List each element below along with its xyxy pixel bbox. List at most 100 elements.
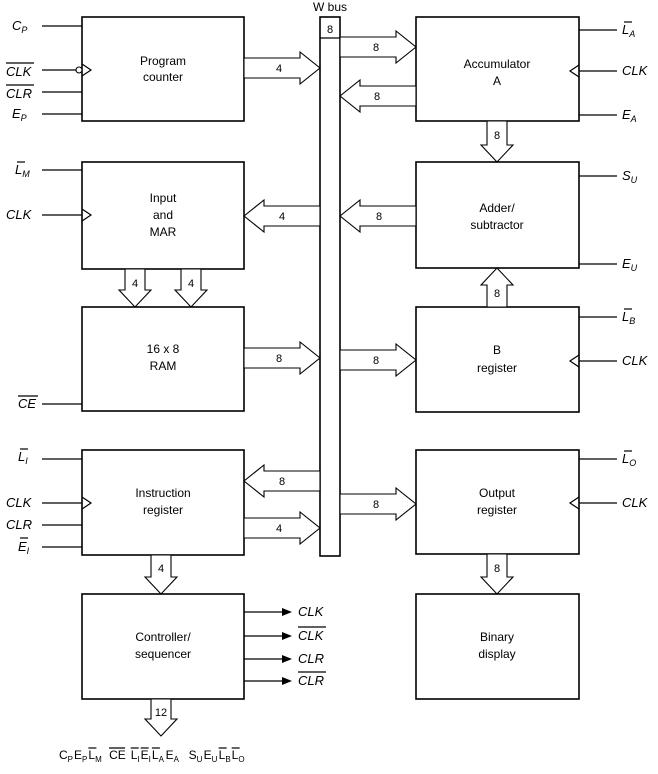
acc-to-bus-arrow: 8 xyxy=(339,78,417,114)
b-to-adder-arrow: 8 xyxy=(479,267,515,308)
b-to-adder-width: 8 xyxy=(494,288,500,300)
adder-to-bus-arrow: 8 xyxy=(339,198,417,234)
mar-line1: Input xyxy=(150,191,177,205)
signal-cp: CP xyxy=(12,18,27,35)
control-word-signal: EA xyxy=(166,748,180,764)
ctrl-out-clk-bar: CLK xyxy=(298,628,325,643)
signal-clr-ir: CLR xyxy=(6,517,32,532)
ram-to-bus-width: 8 xyxy=(276,353,282,365)
signal-clk-acc: CLK xyxy=(622,63,649,78)
control-word-signal: EI xyxy=(141,748,151,764)
ctrl-out-clr-bar: CLR xyxy=(298,673,324,688)
acc-to-adder-arrow: 8 xyxy=(479,120,515,163)
controller-line1: Controller/ xyxy=(135,630,191,644)
control-word-signal: LA xyxy=(152,748,165,764)
ir-to-ctrl-width: 4 xyxy=(158,563,164,575)
control-word-signal: EU xyxy=(204,748,218,764)
signal-clk-out: CLK xyxy=(622,495,649,510)
binary-display-block: Binary display xyxy=(415,593,580,700)
signal-ce: CE xyxy=(18,396,36,411)
bus-to-acc-width: 8 xyxy=(373,42,379,54)
ir-line2: register xyxy=(143,503,183,517)
adder-line2: subtractor xyxy=(470,218,523,232)
signal-ep: EP xyxy=(12,106,27,123)
controller-output-arrows xyxy=(244,608,292,685)
w-bus xyxy=(319,16,341,557)
signal-lo: LO xyxy=(622,451,636,468)
program-counter-block: Program counter xyxy=(81,16,245,122)
bus-to-mar-arrow: 4 xyxy=(243,198,321,234)
signal-clk-ir: CLK xyxy=(6,495,33,510)
accumulator-block: Accumulator A xyxy=(415,16,580,122)
control-word-signal: CE xyxy=(109,748,126,762)
controller-block: Controller/ sequencer xyxy=(81,593,245,700)
bus-to-mar-width: 4 xyxy=(279,211,285,223)
pc-to-bus-arrow: 4 xyxy=(243,50,321,86)
wbus-width: 8 xyxy=(327,24,333,36)
bus-to-ir-arrow: 8 xyxy=(243,463,321,499)
signal-li: LI xyxy=(18,449,28,466)
control-word-signal: LM xyxy=(88,748,102,764)
ram-to-bus-arrow: 8 xyxy=(243,340,321,376)
signal-clk-mar: CLK xyxy=(6,207,33,222)
signal-clk-bar: CLK xyxy=(6,64,33,79)
output-register-block: Output register xyxy=(415,449,580,555)
ir-to-bus-arrow: 4 xyxy=(243,510,321,546)
mar-to-ram-right-width: 4 xyxy=(188,278,194,290)
bus-to-out-arrow: 8 xyxy=(339,486,417,522)
bus-to-acc-arrow: 8 xyxy=(339,29,417,65)
signal-su: SU xyxy=(622,168,638,185)
signal-ea: EA xyxy=(622,107,637,124)
left-control-lines xyxy=(42,25,93,548)
control-word-signal: EP xyxy=(74,748,87,764)
breg-line1: B xyxy=(493,343,501,357)
bus-to-ir-width: 8 xyxy=(279,476,285,488)
b-register-block: B register xyxy=(415,306,580,413)
instruction-register-block: Instruction register xyxy=(81,449,245,556)
ir-to-controller-arrow: 4 xyxy=(143,554,179,595)
ir-to-bus-width: 4 xyxy=(276,523,282,535)
ram-block: 16 x 8 RAM xyxy=(81,306,245,412)
ram-line2: RAM xyxy=(150,359,177,373)
mar-to-ram-left-width: 4 xyxy=(132,278,138,290)
out-to-display-arrow: 8 xyxy=(479,553,515,595)
acc-to-adder-width: 8 xyxy=(494,130,500,142)
controller-line2: sequencer xyxy=(135,647,191,661)
signal-la: LA xyxy=(622,22,635,39)
control-word-signal: CP xyxy=(59,748,73,764)
mar-to-ram-right-arrow: 4 xyxy=(173,268,209,308)
control-word-signal: SU xyxy=(189,748,203,764)
breg-line2: register xyxy=(477,361,517,375)
control-word-signal: LO xyxy=(232,748,245,764)
acc-to-bus-width: 8 xyxy=(374,91,380,103)
signal-lb: LB xyxy=(622,309,635,326)
control-word-signal: LI xyxy=(131,748,140,764)
wbus-label: W bus xyxy=(313,0,347,14)
right-control-lines xyxy=(568,29,617,510)
program-counter-line2: counter xyxy=(143,70,183,84)
program-counter-line1: Program xyxy=(140,54,186,68)
out-to-display-width: 8 xyxy=(494,563,500,575)
display-line2: display xyxy=(478,647,515,661)
ctrl-out-clk: CLK xyxy=(298,604,325,619)
mar-to-ram-left-arrow: 4 xyxy=(117,268,153,308)
mar-line3: MAR xyxy=(150,225,177,239)
ram-line1: 16 x 8 xyxy=(147,342,180,356)
signal-lm: LM xyxy=(15,162,30,179)
ir-line1: Instruction xyxy=(135,486,190,500)
bus-to-out-width: 8 xyxy=(373,499,379,511)
adder-to-bus-width: 8 xyxy=(376,211,382,223)
acc-line2: A xyxy=(493,74,501,88)
out-line1: Output xyxy=(479,486,516,500)
bus-to-b-arrow: 8 xyxy=(339,342,417,378)
bus-to-b-width: 8 xyxy=(373,355,379,367)
signal-clr-bar: CLR xyxy=(6,86,32,101)
ctrl-out-clr: CLR xyxy=(298,651,324,666)
ctrl-word-width: 12 xyxy=(155,707,167,719)
adder-block: Adder/ subtractor xyxy=(415,161,580,269)
controller-word-arrow: 12 xyxy=(143,698,179,737)
control-word-signal: LB xyxy=(219,748,231,764)
mar-block: Input and MAR xyxy=(81,161,245,270)
